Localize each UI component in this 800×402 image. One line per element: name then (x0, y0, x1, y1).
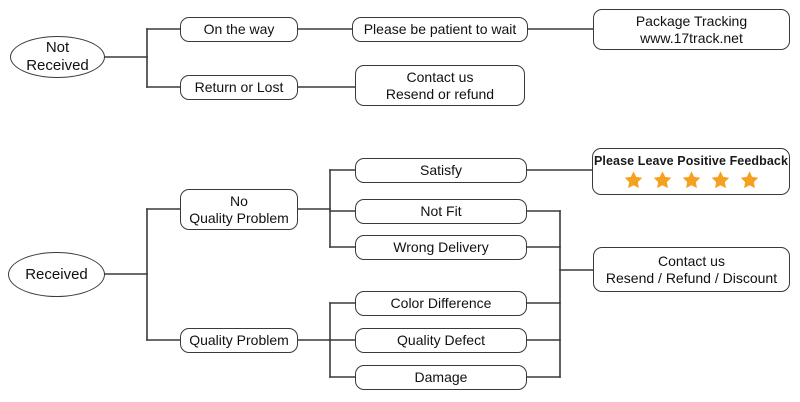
node-package-tracking[interactable]: Package Tracking www.17track.net (593, 9, 790, 50)
star-icon (711, 171, 729, 188)
positive-feedback-title: Please Leave Positive Feedback (593, 154, 789, 168)
node-color-difference[interactable]: Color Difference (355, 291, 527, 316)
node-please-be-patient-to-wait[interactable]: Please be patient to wait (352, 17, 528, 42)
star-icon (624, 171, 642, 188)
node-package-tracking-url: www.17track.net (640, 29, 743, 46)
node-satisfy[interactable]: Satisfy (355, 158, 527, 183)
node-not-received-line2: Received (26, 57, 89, 74)
node-satisfy-label: Satisfy (419, 162, 462, 179)
node-package-tracking-line1: Package Tracking (635, 12, 748, 29)
node-wrong-delivery[interactable]: Wrong Delivery (355, 235, 527, 260)
node-not-received-line1: Not (45, 39, 70, 57)
node-contact-us-discount-line2: Resend / Refund / Discount (605, 269, 778, 286)
star-icon (653, 171, 671, 188)
node-quality-defect-label: Quality Defect (397, 332, 485, 349)
node-quality-problem-label: Quality Problem (189, 332, 289, 349)
node-received[interactable]: Received (8, 252, 105, 297)
node-contact-us-resend-refund-discount[interactable]: Contact us Resend / Refund / Discount (593, 247, 790, 292)
node-no-quality-problem-line1: No (230, 192, 248, 209)
node-return-or-lost-label: Return or Lost (194, 79, 284, 96)
node-positive-feedback[interactable]: Please Leave Positive Feedback (592, 148, 790, 195)
node-contact-us-resend-or-refund[interactable]: Contact us Resend or refund (355, 65, 525, 106)
node-quality-defect[interactable]: Quality Defect (355, 328, 527, 353)
node-color-difference-label: Color Difference (390, 295, 492, 312)
node-no-quality-problem-line2: Quality Problem (189, 209, 289, 226)
node-damage-label: Damage (414, 369, 468, 386)
node-contact-us-resend-line1: Contact us (406, 68, 474, 85)
node-not-received[interactable]: Not Received (10, 36, 105, 78)
node-quality-problem[interactable]: Quality Problem (180, 328, 298, 353)
node-please-be-patient-label: Please be patient to wait (363, 21, 517, 38)
node-not-fit[interactable]: Not Fit (355, 199, 527, 224)
node-not-fit-label: Not Fit (420, 203, 462, 220)
node-wrong-delivery-label: Wrong Delivery (393, 239, 489, 256)
star-rating[interactable] (623, 170, 760, 190)
node-no-quality-problem[interactable]: No Quality Problem (180, 189, 298, 230)
star-icon (740, 171, 758, 188)
node-contact-us-resend-line2: Resend or refund (385, 85, 495, 102)
node-return-or-lost[interactable]: Return or Lost (180, 75, 298, 100)
node-contact-us-discount-line1: Contact us (658, 252, 725, 269)
node-damage[interactable]: Damage (355, 365, 527, 390)
node-on-the-way[interactable]: On the way (180, 17, 298, 42)
node-received-label: Received (25, 265, 88, 283)
node-on-the-way-label: On the way (203, 21, 275, 38)
star-icon (682, 171, 700, 188)
